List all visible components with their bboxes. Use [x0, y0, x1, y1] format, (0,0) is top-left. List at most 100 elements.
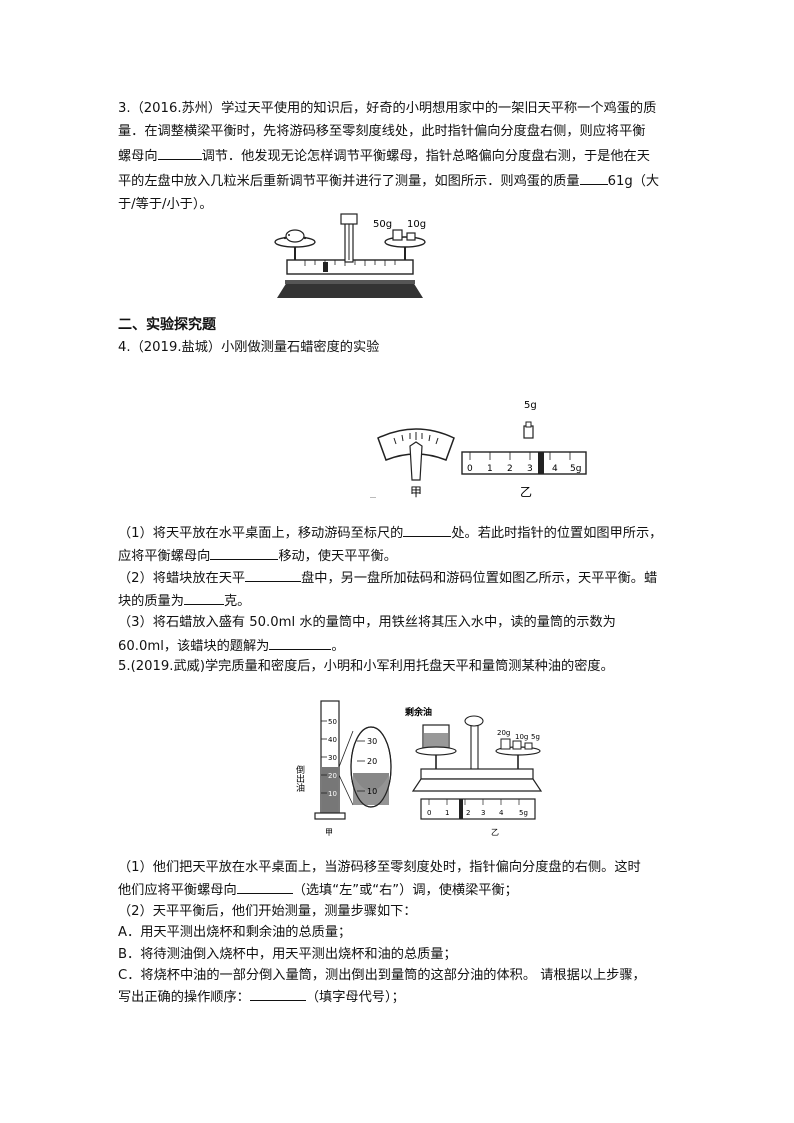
answer-blank[interactable] — [183, 590, 224, 605]
q5-text: （1）他们把天平放在水平桌面上，当游码移至零刻度处时，指针偏向分度盘的右侧。这时 — [118, 860, 641, 875]
q4-p1-cont: 应将平衡螺母向 移动，使天平平衡。 — [118, 545, 693, 569]
q4-text: 克。 — [223, 594, 251, 609]
rider-ruler — [461, 451, 587, 475]
q4-p3-cont: 60.0ml，该蜡块的题解为 。 — [118, 635, 693, 659]
fig-label-yi: 乙 — [520, 485, 532, 499]
q5-p1: （1）他们把天平放在水平桌面上，当游码移至零刻度处时，指针偏向分度盘的右侧。这时 — [118, 857, 693, 880]
right-pan — [384, 236, 426, 248]
tick-label: 0 — [467, 464, 473, 474]
oil-in-beaker — [424, 733, 448, 748]
q3-text: 3.（2016.苏州）学过天平使用的知识后，好奇的小明想用家中的一架旧天平称一个… — [118, 101, 657, 116]
q4-text: 。 — [331, 639, 345, 654]
tick-label: 0 — [427, 809, 431, 817]
tick-label: 1 — [445, 809, 449, 817]
q5-text: 写出正确的操作顺序： — [118, 990, 250, 1005]
q4-title-text: 4.（2019.盐城）小刚做测量石蜡密度的实验 — [118, 340, 380, 355]
q4-text: （1）将天平放在水平桌面上，移动游码至标尺的 — [118, 526, 404, 541]
q5-title: 5.(2019.武威)学完质量和密度后，小明和小军利用托盘天平和量筒测某种油的密… — [118, 656, 693, 679]
weight-label-20g: 20g — [497, 729, 510, 737]
q4-p2-cont: 块的质量为 克。 — [118, 590, 693, 614]
answer-blank[interactable] — [579, 170, 608, 185]
q5-step-c: C．将烧杯中油的一部分倒入量筒，测出倒出到量筒的这部分油的体积。 请根据以上步骤… — [118, 965, 693, 988]
tick-label: 20 — [367, 757, 377, 766]
oil-in-cylinder — [322, 767, 338, 814]
q4-text: 60.0ml，该蜡块的题解为 — [118, 639, 270, 654]
answer-blank[interactable] — [236, 879, 293, 894]
q4-p1: （1）将天平放在水平桌面上，移动游码至标尺的 处。若此时指针的位置如图甲所示， — [118, 522, 693, 546]
q5-title-text: 5.(2019.武威)学完质量和密度后，小明和小军利用托盘天平和量筒测某种油的密… — [118, 659, 614, 674]
answer-blank[interactable] — [269, 635, 332, 650]
tick-label: 4 — [499, 809, 504, 817]
tick-label: 10 — [367, 787, 377, 796]
q4-text: 处。若此时指针的位置如图甲所示， — [451, 526, 663, 541]
balance-base — [411, 778, 543, 792]
balance-base — [277, 282, 423, 298]
tick-label: 30 — [367, 737, 377, 746]
tick-label: 4 — [552, 464, 558, 474]
scale-plate — [340, 213, 358, 225]
q3-text: 61g（大 — [607, 174, 660, 189]
q3-line2: 量．在调整横梁平衡时，先将游码移至零刻度线处，此时指针偏向分度盘右侧，则应将平衡 — [118, 121, 693, 144]
answer-blank[interactable] — [403, 522, 452, 537]
q5-p2: （2）天平平衡后，他们开始测量，测量步骤如下： — [118, 901, 693, 924]
q4-text: 移动，使天平平衡。 — [278, 549, 397, 564]
rider — [538, 452, 544, 474]
beam — [420, 768, 534, 780]
leftover-oil-label: 剩余油 — [405, 706, 432, 718]
answer-blank[interactable] — [157, 145, 202, 160]
q5-text: B．将待测油倒入烧杯中，用天平测出烧杯和油的总质量； — [118, 947, 457, 962]
oil-label: 倒出油 — [295, 764, 305, 793]
rider — [459, 799, 463, 819]
fig-label-jia: 甲 — [325, 828, 333, 837]
tick-label: 30 — [328, 754, 337, 762]
q4-text: 应将平衡螺母向 — [118, 549, 211, 564]
tick-label: 3 — [527, 464, 533, 474]
answer-blank[interactable] — [210, 545, 279, 560]
rider-ruler — [420, 798, 536, 820]
divider — [370, 497, 376, 498]
tick-label: 2 — [507, 464, 513, 474]
tick-label: 20 — [328, 772, 337, 780]
q5-text: C．将烧杯中油的一部分倒入量筒，测出倒出到量筒的这部分油的体积。 请根据以上步骤… — [118, 968, 646, 983]
q5-text: （选填“左”或“右”）调，使横梁平衡； — [292, 883, 518, 898]
tick-label: 40 — [328, 736, 337, 744]
q4-title: 4.（2019.盐城）小刚做测量石蜡密度的实验 — [118, 337, 693, 360]
q3-line4: 平的左盘中放入几粒米后重新调节平衡并进行了测量，如图所示．则鸡蛋的质量 61g（大 — [118, 170, 693, 194]
q5-step-a: A．用天平测出烧杯和剩余油的总质量； — [118, 922, 693, 945]
tick-label: 2 — [466, 809, 470, 817]
q3-text: 螺母向 — [118, 149, 158, 164]
fig-label-jia: 甲 — [410, 485, 422, 499]
tick-label: 3 — [481, 809, 485, 817]
q4-dial-figure: 甲 — [377, 428, 455, 499]
q4-text: （2）将蜡块放在天平 — [118, 571, 246, 586]
tick-label: 1 — [487, 464, 493, 474]
q3-balance-figure: 50g 10g — [274, 213, 426, 298]
q4-text: 盘中，另一盘所加砝码和游码位置如图乙所示，天平平衡。蜡 — [301, 571, 658, 586]
tick-label: 5g — [519, 809, 528, 817]
left-pan — [415, 746, 457, 756]
q3-text: 量．在调整横梁平衡时，先将游码移至零刻度线处，此时指针偏向分度盘右侧，则应将平衡 — [118, 124, 646, 139]
egg — [285, 229, 305, 243]
weight-label-5g: 5g — [524, 400, 537, 411]
q5-order: 写出正确的操作顺序： （填字母代号）； — [118, 986, 693, 1010]
answer-blank[interactable] — [245, 567, 302, 582]
weight-label-10g: 10g — [515, 733, 528, 741]
q5-step-b: B．将待测油倒入烧杯中，用天平测出烧杯和油的总质量； — [118, 944, 693, 967]
q4-text: 块的质量为 — [118, 594, 184, 609]
section-title: 二、实验探究题 — [118, 314, 693, 337]
q3-text: 于/等于/小于）。 — [118, 197, 213, 212]
q5-p1-cont: 他们应将平衡螺母向 （选填“左”或“右”）调，使横梁平衡； — [118, 879, 693, 903]
q3-text: 平的左盘中放入几粒米后重新调节平衡并进行了测量，如图所示．则鸡蛋的质量 — [118, 174, 580, 189]
weight-50g — [392, 229, 403, 241]
cylinder-base — [314, 812, 346, 820]
q5-text: （填字母代号）； — [305, 990, 405, 1005]
q4-p2: （2）将蜡块放在天平 盘中，另一盘所加砝码和游码位置如图乙所示，天平平衡。蜡 — [118, 567, 693, 591]
q4-text: （3）将石蜡放入盛有 50.0ml 水的量筒中，用铁丝将其压入水中，读的量筒的示… — [118, 615, 616, 630]
answer-blank[interactable] — [249, 986, 306, 1001]
tick-label: 5g — [570, 464, 581, 474]
q4-p3: （3）将石蜡放入盛有 50.0ml 水的量筒中，用铁丝将其压入水中，读的量筒的示… — [118, 612, 693, 635]
q5-text: A．用天平测出烧杯和剩余油的总质量； — [118, 925, 352, 940]
fig-label-yi: 乙 — [491, 828, 499, 837]
weight-5g — [523, 425, 534, 439]
q5-text: 他们应将平衡螺母向 — [118, 883, 237, 898]
